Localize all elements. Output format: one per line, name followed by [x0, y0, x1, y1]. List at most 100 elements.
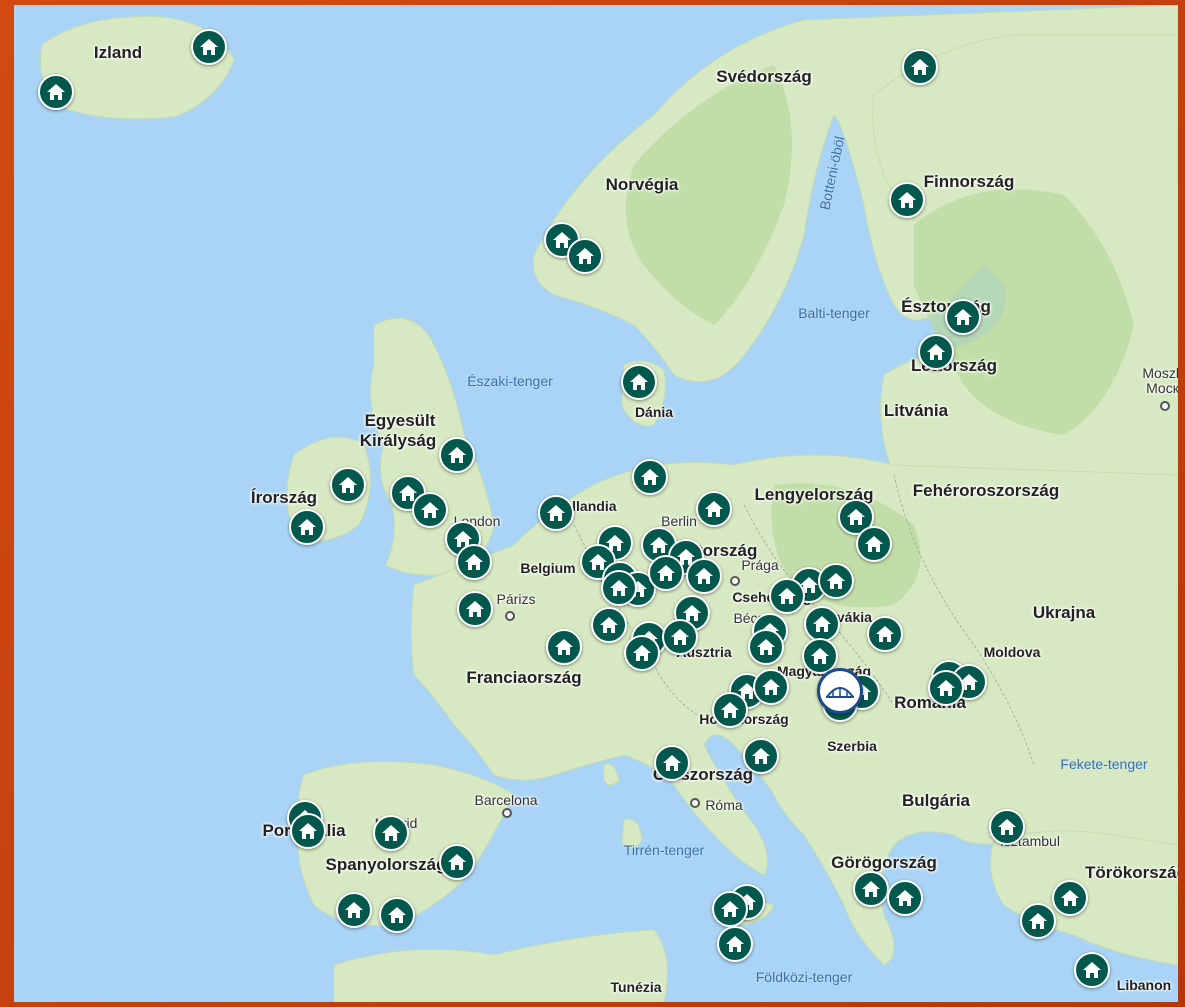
- home-marker-68[interactable]: [717, 926, 753, 962]
- home-icon: [954, 309, 972, 325]
- map-label-37: Bulgária: [901, 791, 971, 810]
- home-marker-39[interactable]: [662, 619, 698, 655]
- home-icon: [465, 554, 483, 570]
- home-icon: [345, 902, 363, 918]
- home-icon: [898, 192, 916, 208]
- city-dot-3: [690, 798, 700, 808]
- map-label-47: Tunézia: [610, 979, 662, 995]
- home-icon: [589, 554, 607, 570]
- map-label-49: Moszkva: [1142, 365, 1178, 381]
- home-icon: [663, 755, 681, 771]
- home-marker-31[interactable]: [818, 563, 854, 599]
- map-label-6: Balti-tenger: [798, 305, 870, 321]
- city-dot-0: [505, 611, 515, 621]
- home-marker-29[interactable]: [601, 570, 637, 606]
- map-label-8: Északi-tenger: [467, 373, 553, 389]
- home-icon: [778, 588, 796, 604]
- home-marker-3[interactable]: [889, 182, 925, 218]
- home-marker-8[interactable]: [621, 364, 657, 400]
- home-marker-1[interactable]: [38, 74, 74, 110]
- home-marker-4[interactable]: [544, 222, 580, 258]
- home-marker-61[interactable]: [989, 809, 1025, 845]
- home-marker-58[interactable]: [439, 844, 475, 880]
- home-icon: [600, 617, 618, 633]
- home-marker-32[interactable]: [769, 578, 805, 614]
- home-icon: [937, 680, 955, 696]
- home-icon: [827, 573, 845, 589]
- map-label-23: Párizs: [496, 591, 536, 607]
- home-icon: [299, 823, 317, 839]
- home-marker-64[interactable]: [1052, 880, 1088, 916]
- home-icon: [911, 59, 929, 75]
- home-icon: [726, 936, 744, 952]
- home-icon: [960, 674, 978, 690]
- home-marker-37[interactable]: [546, 629, 582, 665]
- map-label-38: Róma: [705, 797, 743, 813]
- map-label-18: Fehéroroszország: [912, 481, 1060, 500]
- bridge-logo-icon[interactable]: [817, 668, 863, 714]
- home-marker-54[interactable]: [743, 738, 779, 774]
- home-marker-2[interactable]: [902, 49, 938, 85]
- home-icon: [705, 501, 723, 517]
- home-marker-15[interactable]: [538, 495, 574, 531]
- home-marker-59[interactable]: [336, 892, 372, 928]
- home-icon: [1029, 913, 1047, 929]
- home-marker-56[interactable]: [290, 813, 326, 849]
- home-icon: [738, 683, 756, 699]
- home-marker-14[interactable]: [289, 509, 325, 545]
- map-label-26: Ukrajna: [1032, 603, 1096, 622]
- home-icon: [865, 536, 883, 552]
- home-marker-65[interactable]: [1020, 903, 1056, 939]
- home-icon: [641, 469, 659, 485]
- home-marker-6[interactable]: [945, 299, 981, 335]
- home-icon: [399, 485, 417, 501]
- home-marker-53[interactable]: [654, 745, 690, 781]
- home-marker-34[interactable]: [591, 607, 627, 643]
- home-icon: [555, 639, 573, 655]
- home-marker-60[interactable]: [379, 897, 415, 933]
- home-icon: [421, 502, 439, 518]
- home-icon: [382, 825, 400, 841]
- home-marker-62[interactable]: [853, 871, 889, 907]
- home-marker-51[interactable]: [712, 692, 748, 728]
- home-marker-47[interactable]: [928, 670, 964, 706]
- home-marker-67[interactable]: [712, 891, 748, 927]
- home-marker-28[interactable]: [686, 558, 722, 594]
- home-icon: [752, 748, 770, 764]
- home-icon: [630, 374, 648, 390]
- home-marker-19[interactable]: [856, 526, 892, 562]
- home-marker-57[interactable]: [373, 815, 409, 851]
- home-marker-7[interactable]: [918, 334, 954, 370]
- home-marker-11[interactable]: [632, 459, 668, 495]
- home-icon: [677, 549, 695, 565]
- home-marker-16[interactable]: [696, 491, 732, 527]
- home-marker-27[interactable]: [648, 555, 684, 591]
- home-marker-44[interactable]: [802, 638, 838, 674]
- home-marker-9[interactable]: [439, 437, 475, 473]
- home-marker-43[interactable]: [748, 629, 784, 665]
- map-label-42: Tirrén-tenger: [623, 842, 705, 858]
- home-icon: [1083, 962, 1101, 978]
- home-icon: [862, 881, 880, 897]
- home-marker-40[interactable]: [624, 635, 660, 671]
- home-marker-5[interactable]: [567, 238, 603, 274]
- map-label-1: Svédország: [716, 67, 812, 86]
- home-marker-0[interactable]: [191, 29, 227, 65]
- home-marker-10[interactable]: [330, 467, 366, 503]
- home-marker-33[interactable]: [457, 591, 493, 627]
- home-icon: [339, 477, 357, 493]
- home-marker-20[interactable]: [456, 544, 492, 580]
- home-marker-35[interactable]: [674, 595, 710, 631]
- home-marker-50[interactable]: [753, 669, 789, 705]
- home-icon: [811, 648, 829, 664]
- map-label-43: Spanyolország: [325, 855, 447, 874]
- home-icon: [721, 901, 739, 917]
- home-marker-36[interactable]: [804, 606, 840, 642]
- home-marker-13[interactable]: [412, 492, 448, 528]
- map-label-10: Litvánia: [883, 401, 949, 420]
- home-marker-69[interactable]: [1074, 952, 1110, 988]
- home-marker-63[interactable]: [887, 880, 923, 916]
- home-marker-42[interactable]: [867, 616, 903, 652]
